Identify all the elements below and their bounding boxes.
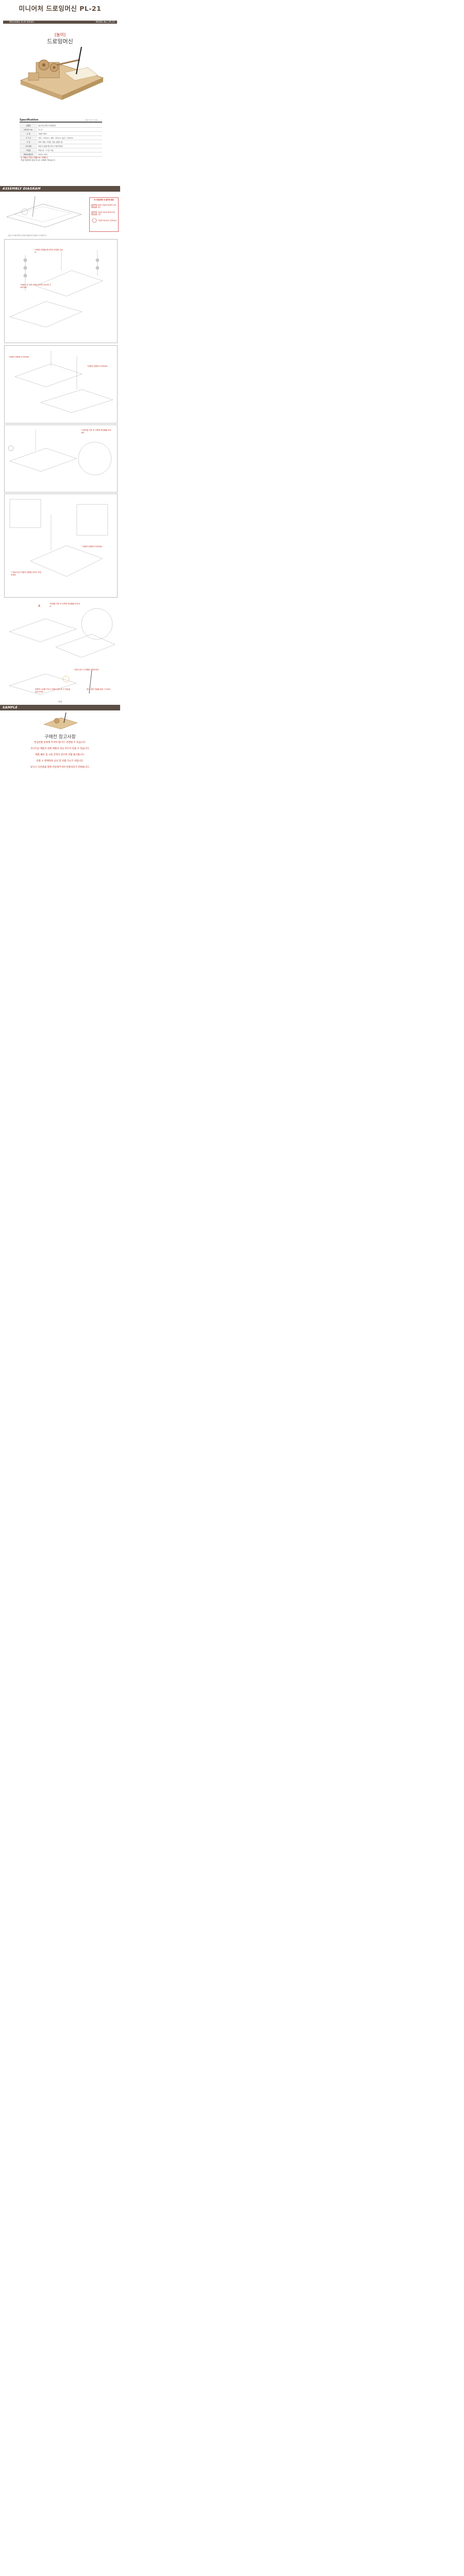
note-4: *부품의 방향에 주의하세요 — [87, 365, 108, 367]
page-title: 미니어처 드로잉머신 PL-21 — [19, 5, 102, 12]
series-label: MECHANIC PLAY SERIES — [9, 21, 34, 23]
sample-header: SAMPLE — [0, 705, 120, 710]
diagram-drawing-2 — [14, 351, 113, 413]
purchase-title: 구매전 참고사항 — [44, 735, 76, 740]
diagram-panel-4: *부품의 방향에 주의하세요 *그림과 같이 부품의 방향을 맞추어 조립하세요 — [4, 494, 118, 598]
warning-item: 제일의 부분에 접착제 바르세요 — [91, 211, 117, 216]
purchase-line-5: 받으신 사은품을 함께 반송해주셔야 반품처리가 완료됩니다. — [30, 766, 90, 769]
diagram-drawing-1 — [9, 250, 103, 328]
sample-title: SAMPLE — [3, 706, 18, 709]
diagram-panel-6: 그림과 같이 고무줄을 연결하세요 위쪽에 나무를 끼우고 빈틈이 없도록 이 … — [4, 668, 117, 700]
warning-item: 방향을 확인하여 조립하세요 — [91, 218, 117, 223]
diagram-drawing-6 — [9, 670, 92, 695]
warning-item: 제일의 부분에 목공풀을 바르세요 — [91, 204, 117, 209]
direction-icon — [8, 445, 14, 451]
hero-name: 드로잉머신 — [47, 38, 73, 45]
note-10: 위쪽에 나무를 끼우고 빈틈이 없도록 이 부분을 눌러주세요 — [35, 688, 70, 693]
note-9: 그림과 같이 고무줄을 연결하세요 — [74, 669, 99, 671]
diagram-panel-5: A *부품을 끼운 후 뒤쪽에 목공풀을 바르세요 — [4, 601, 117, 665]
header-bar: MECHANIC PLAY SERIES MODEL No. | PL-21 — [3, 21, 117, 24]
note-11: 종이 위에 연필을 올려 그리세요 — [87, 688, 111, 690]
spec-notice: 본 제품은 조립식 제품으로 구매하신 직접 조립하여 완성 하시는 교육용 키… — [21, 157, 82, 162]
glue-icon — [91, 204, 97, 208]
diagram-panel-1: *부품의 방향을 확인하여 조립해 주세요 *부품의 앞 뒤면 방향이 바뀌지 … — [4, 239, 118, 343]
overview-drawing — [6, 196, 82, 228]
diagram-drawing-4 — [9, 499, 108, 577]
note-8: *부품을 끼운 후 뒤쪽에 목공풀을 바르세요 — [49, 603, 80, 607]
warning-title: 꼭 조립전에 꼭 알아주세요 — [93, 199, 114, 201]
note-7: *그림과 같이 부품의 방향을 맞추어 조립하세요 — [11, 571, 41, 576]
assembly-title: ASSEMBLY DIAGRAM — [3, 187, 41, 191]
diagram-panel-2: *부품의 방향에 주의하세요 *부품의 방향에 주의하세요 — [4, 345, 118, 423]
notice-line-1: 본 제품은 조립식 제품으로 구매하신 — [21, 157, 48, 159]
purchase-line-1: 변심반품 등록해 주셔야 합니다. 변경될 수 있습니다. — [34, 741, 86, 744]
spec-title: Specification — [20, 118, 39, 122]
assembly-header: ASSEMBLY DIAGRAM — [0, 186, 120, 192]
spec-subtitle: 제품사양 및 구성품 — [85, 119, 97, 121]
adhesive-icon — [91, 211, 97, 215]
note-1: *부품의 방향을 확인하여 조립해 주세요 — [35, 249, 63, 253]
step-marker-a: A — [38, 604, 41, 608]
diagram-drawing-5: A — [9, 604, 115, 658]
purchase-line-4: 반품 시 판매자와 상의 후 반품 하시기 바랍니다. — [36, 760, 84, 762]
note-5: *고정핀을 끼운 후 뒤쪽에 목공풀을 바르세요 — [81, 429, 111, 434]
warning-box: 꼭 조립전에 꼭 알아주세요 제일의 부분에 목공풀을 바르세요 제일의 부분에… — [89, 197, 119, 232]
sample-image — [43, 712, 78, 730]
purchase-line-2: 모니터상 제품과 실제 제품의 색상 차이가 있을 수 있습니다. — [30, 748, 90, 750]
assembly-guide: 조립시 주의를 잘하여 조립을 원활하게 진행하시기 바랍니다 — [8, 234, 46, 236]
notice-line-2: 직접 조립하여 완성 하시는 교육용 키트입니다. — [21, 159, 56, 161]
spec-box — [20, 122, 102, 166]
direction-icon — [92, 218, 97, 223]
product-image — [20, 46, 104, 100]
note-complete: *완성 — [58, 701, 62, 703]
purchase-line-3: 제품 훼손 및 사용 흔적이 있으면 반품 불가합니다. — [35, 754, 85, 756]
hero-category: [놀이] — [55, 32, 65, 37]
assembly-overview — [4, 194, 84, 232]
note-6: *부품의 방향에 주의하세요 — [82, 546, 103, 548]
note-2: *부품의 앞 뒤면 방향이 바뀌지 않도록 주의하세요 — [20, 284, 51, 289]
table-row: MODEL No.PL-21 — [20, 127, 102, 132]
model-label: MODEL No. | PL-21 — [95, 21, 115, 23]
diagram-panel-3: *고정핀을 끼운 후 뒤쪽에 목공풀을 바르세요 — [4, 425, 118, 493]
diagram-drawing-3 — [8, 430, 112, 476]
note-3: *부품의 방향에 주의하세요 — [9, 356, 29, 358]
